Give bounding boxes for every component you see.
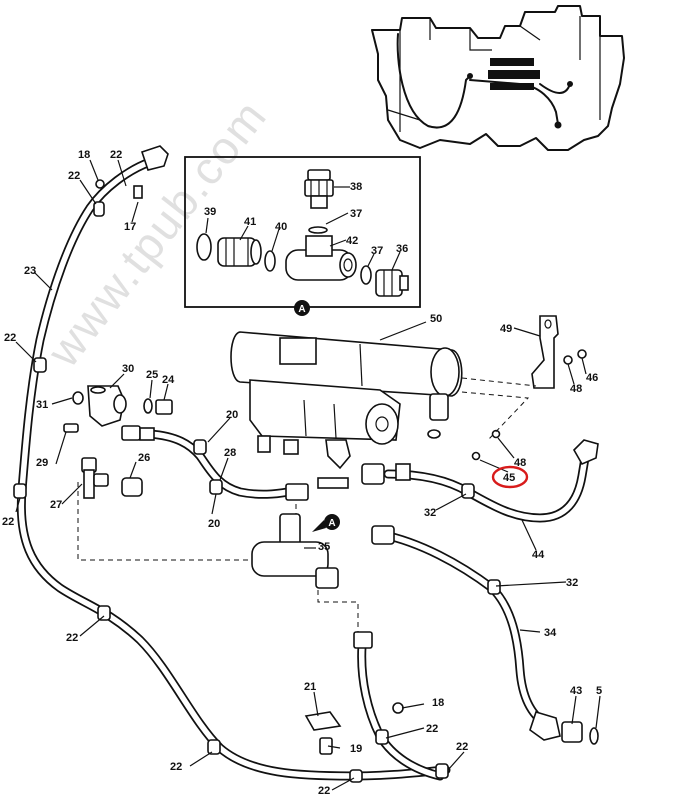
assembly-line-2: [461, 391, 530, 441]
callout-44: 44: [532, 549, 545, 561]
callout-30: 30: [122, 363, 134, 375]
clamps: [13, 201, 501, 783]
callout-labels: 38 37 42 39 41 40 37 36 18 22 22 17 23 2…: [2, 149, 602, 797]
assembly-line-4: [317, 590, 359, 640]
callout-20-bottom: 20: [208, 518, 220, 530]
callout-18-top: 18: [78, 149, 90, 161]
callout-29: 29: [36, 457, 48, 469]
callout-22-lower-c: 22: [170, 761, 182, 773]
callout-31: 31: [36, 399, 48, 411]
callout-28: 28: [224, 447, 236, 459]
callout-25: 25: [146, 369, 158, 381]
assembly-line-1: [461, 377, 537, 387]
callout-22-lower-d: 22: [318, 785, 330, 797]
hose-44-right: [383, 447, 591, 523]
callout-22-lower-a: 22: [426, 723, 438, 735]
callout-24: 24: [162, 374, 175, 386]
callout-45-highlight: [491, 465, 529, 489]
callout-49: 49: [500, 323, 512, 335]
detail-marker-a-bottom-text: A: [298, 304, 305, 315]
callout-35: 35: [318, 541, 330, 553]
callout-50: 50: [430, 313, 442, 325]
callout-39: 39: [204, 206, 216, 218]
part-29-screw: [63, 423, 79, 433]
callout-41: 41: [244, 216, 256, 228]
callout-48-right: 48: [570, 383, 582, 395]
detail-a-box: A: [184, 156, 421, 316]
part-24-fitting: [155, 399, 173, 415]
callout-20-top: 20: [226, 409, 238, 421]
callout-22-lower-b: 22: [456, 741, 468, 753]
callout-40: 40: [275, 221, 287, 233]
part-18-nut-top: [95, 179, 105, 189]
callout-22-left-b: 22: [2, 516, 14, 528]
callout-42: 42: [346, 235, 358, 247]
hose-34-right: [375, 529, 551, 729]
detail-marker-a-text: A: [328, 518, 335, 529]
part-41-adapter: [217, 237, 262, 267]
callout-37-right: 37: [371, 245, 383, 257]
callout-37-top: 37: [350, 208, 362, 220]
callout-32-center: 32: [424, 507, 436, 519]
locator-block-top: [490, 58, 534, 66]
callout-22-top-b: 22: [68, 170, 80, 182]
part-37-oring-right: [360, 265, 372, 285]
locator-block-bottom: [490, 83, 534, 90]
detail-marker-arrow: [312, 520, 326, 532]
detail-marker-a-bottom: [294, 300, 310, 316]
part-36-fitting: [375, 269, 409, 297]
part-39-oring: [196, 233, 212, 261]
part-19-screw: [319, 737, 333, 755]
part-42-tee: [285, 235, 357, 281]
part-50-filter-assembly: [230, 331, 463, 470]
part-49-bracket: [531, 315, 559, 389]
part-37-oring-top: [308, 226, 328, 234]
callout-48-center: 48: [514, 457, 526, 469]
part-31-oring: [72, 391, 84, 405]
part-25-oring: [143, 398, 153, 414]
part-18-nut-lower: [392, 702, 404, 714]
callout-27: 27: [50, 499, 62, 511]
assembly-line-3: [77, 482, 292, 561]
callout-38: 38: [350, 181, 362, 193]
locator-block-mid: [488, 70, 540, 79]
callout-36: 36: [396, 243, 408, 255]
callout-43: 43: [570, 685, 582, 697]
part-17-bolt: [133, 185, 143, 199]
part-40-oring: [264, 250, 276, 272]
callout-45: 45: [503, 472, 515, 484]
callout-34: 34: [544, 627, 557, 639]
leader-lines: [15, 159, 601, 791]
callout-32-right: 32: [566, 577, 578, 589]
callout-46: 46: [586, 372, 598, 384]
part-21-bracket: [304, 711, 342, 731]
detail-marker-a: [324, 514, 340, 530]
callout-5: 5: [596, 685, 602, 697]
callout-26: 26: [138, 452, 150, 464]
hose-23-left: [16, 157, 451, 781]
part-35-tee: [251, 513, 339, 589]
callout-23: 23: [24, 265, 36, 277]
callout-21: 21: [304, 681, 316, 693]
part-38-fitting: [304, 169, 334, 209]
callout-22-left-a: 22: [4, 332, 16, 344]
locator-inset: [371, 5, 625, 151]
hose-28-middle: [145, 429, 293, 499]
callout-19: 19: [350, 743, 362, 755]
callout-22-top-a: 22: [110, 149, 122, 161]
part-27-tee: [81, 457, 109, 499]
hose-fittings: [121, 145, 599, 745]
callout-18-lower: 18: [432, 697, 444, 709]
part-30-manifold: [87, 385, 127, 427]
callout-22-left-c: 22: [66, 632, 78, 644]
callout-17: 17: [124, 221, 136, 233]
part-26-cap: [121, 477, 143, 497]
